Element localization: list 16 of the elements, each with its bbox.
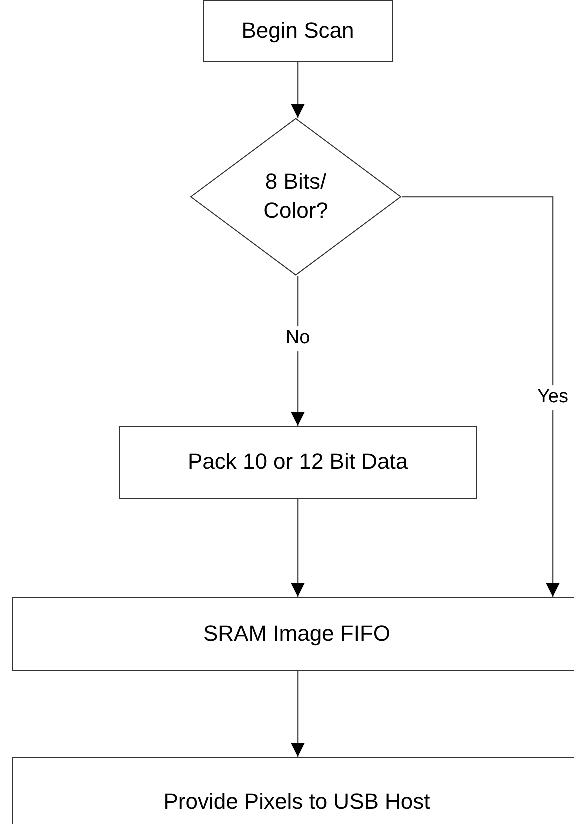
arrow [291, 499, 305, 597]
process-box [12, 597, 574, 671]
process-box [203, 0, 393, 62]
edge-label: Yes [538, 386, 568, 410]
node-text: Begin Scan [242, 16, 354, 45]
arrow [291, 62, 305, 118]
node-text: SRAM Image FIFO [203, 620, 391, 648]
process-box [119, 426, 477, 499]
arrow [402, 196, 560, 597]
edge-label: No [286, 326, 310, 352]
process-box [12, 757, 574, 824]
node-text: 8 Bits/ Color? [262, 168, 330, 225]
arrow [291, 671, 305, 757]
node-text: Pack 10 or 12 Bit Data [188, 448, 408, 476]
node-text: Provide Pixels to USB Host [164, 788, 430, 816]
decision-diamond [190, 118, 402, 276]
